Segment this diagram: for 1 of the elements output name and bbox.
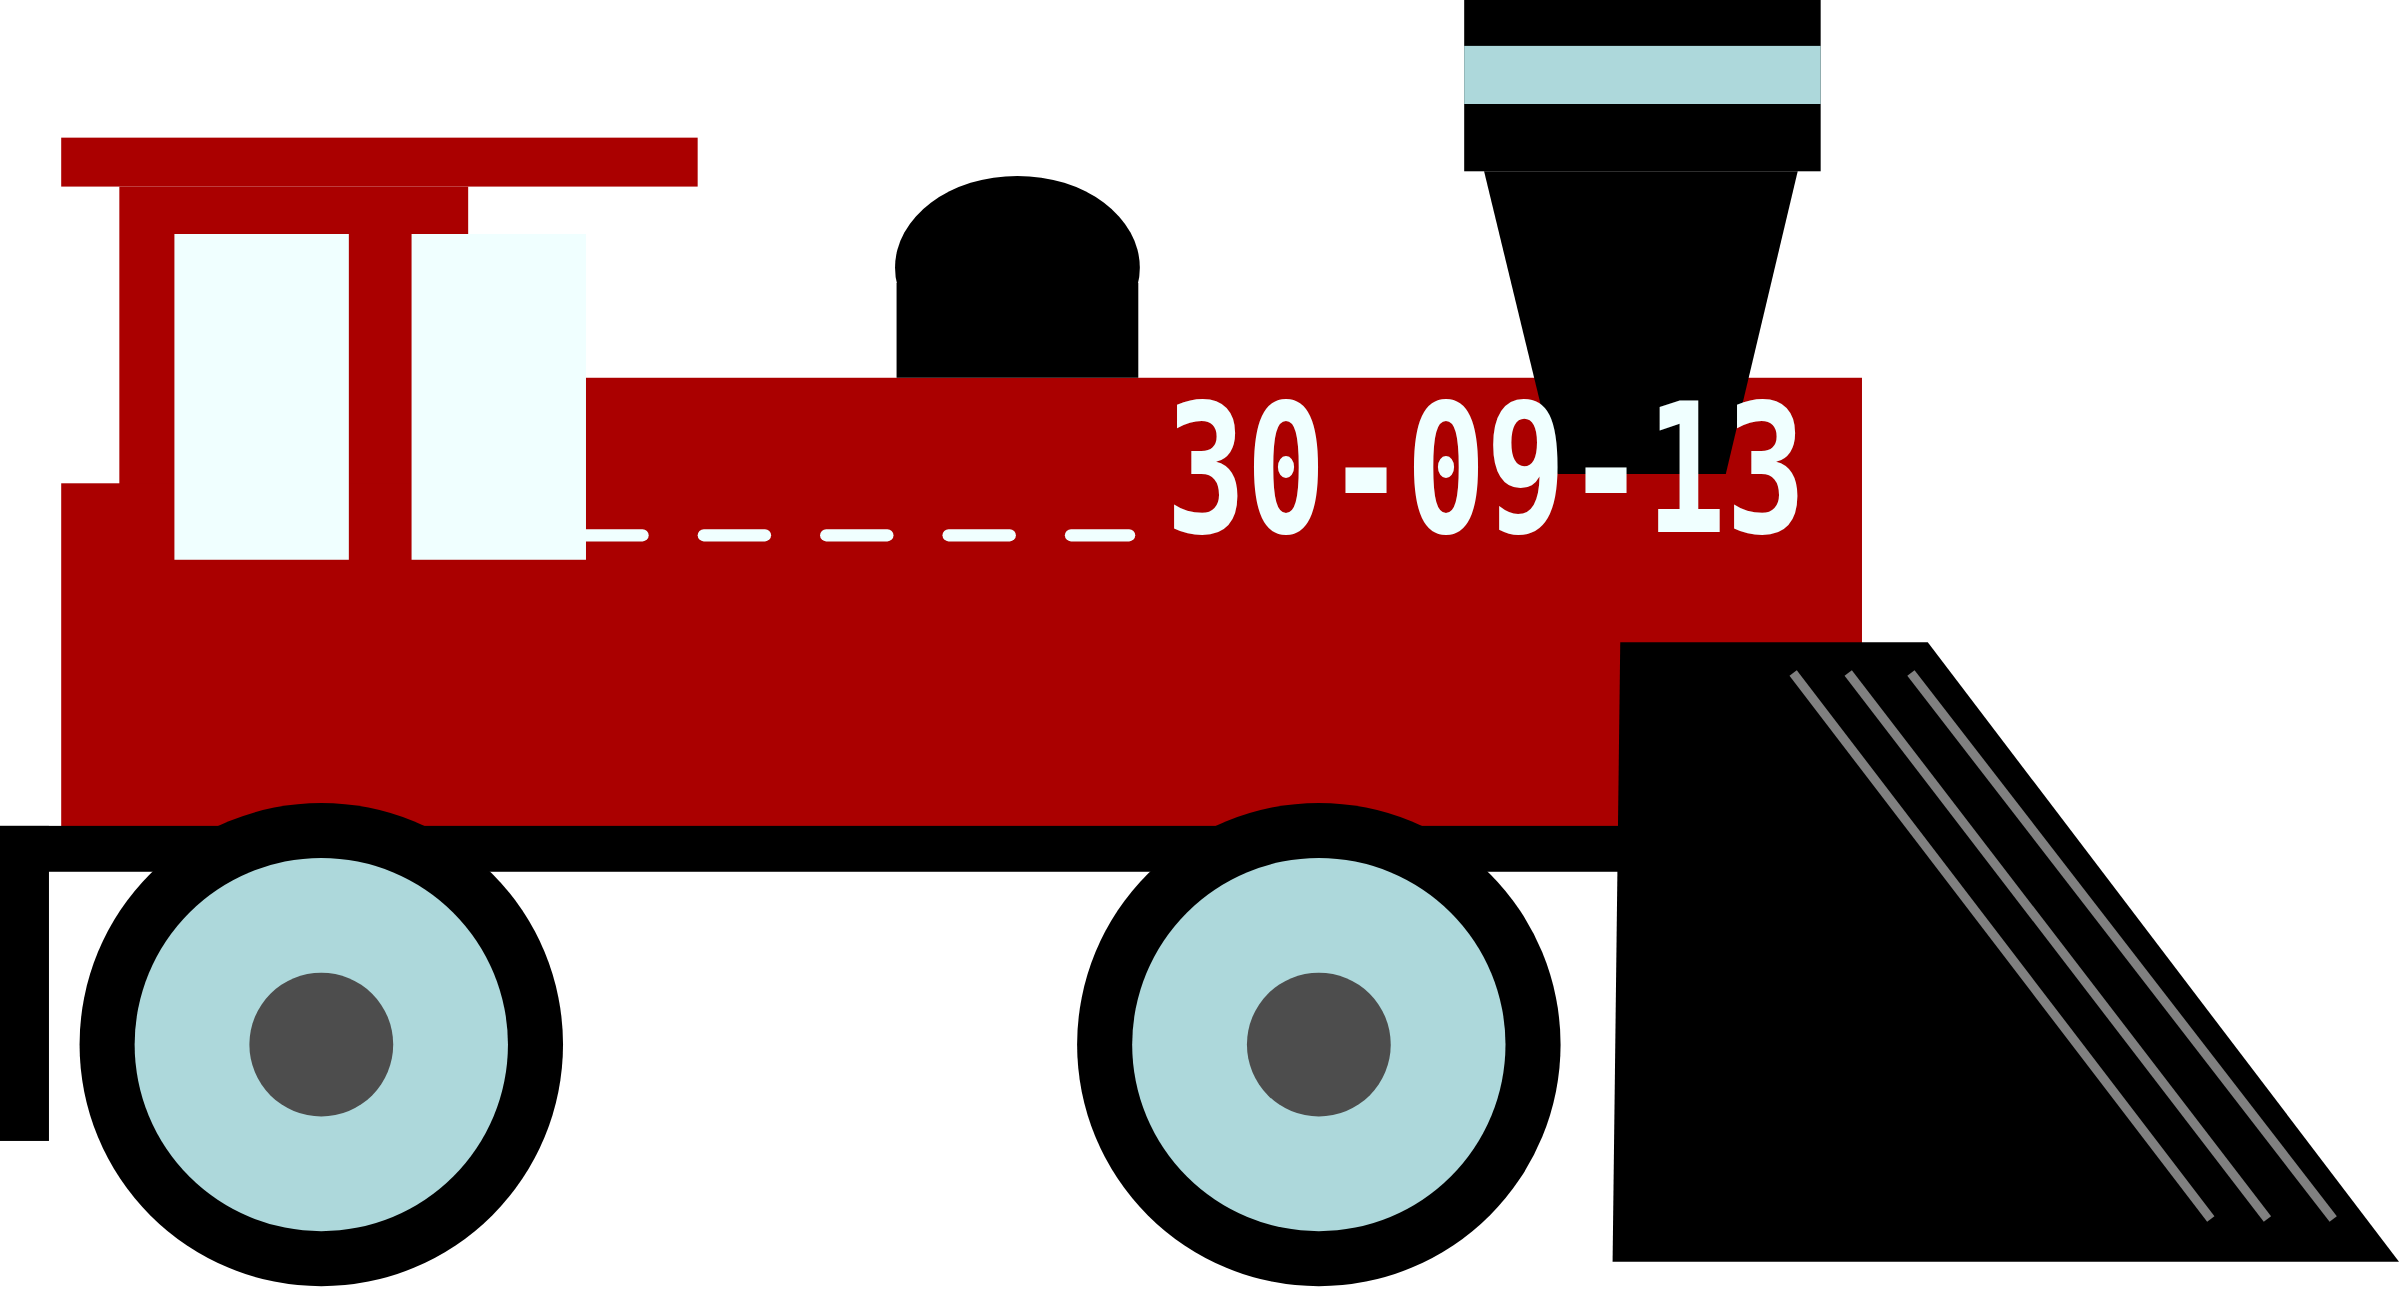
number-text: 30-09-13 (1166, 380, 1806, 560)
